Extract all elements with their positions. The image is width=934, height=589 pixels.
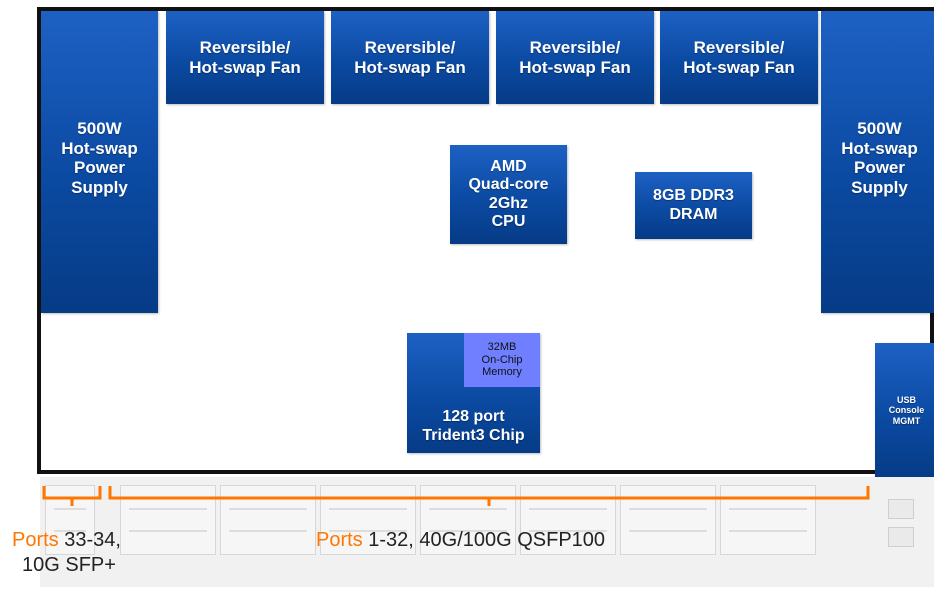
qsfp-bracket	[108, 486, 870, 500]
power-supply-left-label: 500W Hot-swap Power Supply	[61, 119, 138, 197]
asic-label: 128 port Trident3 Chip	[422, 408, 525, 444]
sfp-ports-label: Ports 33-34,	[12, 528, 121, 552]
power-supply-left: 500W Hot-swap Power Supply	[41, 11, 158, 313]
power-supply-right-label: 500W Hot-swap Power Supply	[841, 119, 918, 197]
fan-2: Reversible/ Hot-swap Fan	[331, 11, 489, 104]
qsfp-ports-label: Ports 1-32, 40G/100G QSFP100	[316, 528, 605, 552]
rj45-port-icon	[888, 499, 914, 519]
rj45-port-icon	[888, 527, 914, 547]
qsfp-ports-range: 1-32, 40G/100G QSFP100	[362, 529, 606, 551]
port-group-brackets	[42, 486, 870, 506]
fan-1-label: Reversible/ Hot-swap Fan	[189, 37, 301, 77]
sfp-ports-prefix: Ports	[12, 529, 59, 551]
fan-1: Reversible/ Hot-swap Fan	[166, 11, 324, 104]
on-chip-memory-block: 32MB On-Chip Memory	[464, 333, 540, 387]
sfp-ports-speed: 10G SFP+	[22, 554, 116, 576]
cpu-block: AMD Quad-core 2Ghz CPU	[450, 145, 567, 244]
sfp-ports-range: 33-34,	[58, 529, 121, 551]
on-chip-memory-label: 32MB On-Chip Memory	[481, 341, 523, 379]
cpu-label: AMD Quad-core 2Ghz CPU	[468, 157, 549, 230]
fan-3-label: Reversible/ Hot-swap Fan	[519, 37, 631, 77]
fan-4-label: Reversible/ Hot-swap Fan	[683, 37, 795, 77]
usb-console-mgmt-label: USB Console MGMT	[888, 394, 925, 426]
switch-board: 500W Hot-swap Power Supply 500W Hot-swap…	[37, 7, 934, 478]
power-supply-right: 500W Hot-swap Power Supply	[821, 11, 934, 313]
usb-console-mgmt-block: USB Console MGMT	[875, 343, 934, 478]
dram-block: 8GB DDR3 DRAM	[635, 172, 752, 239]
dram-label: 8GB DDR3 DRAM	[653, 187, 734, 223]
qsfp-ports-prefix: Ports	[316, 529, 363, 551]
fan-2-label: Reversible/ Hot-swap Fan	[354, 37, 466, 77]
sfp-bracket	[42, 486, 102, 500]
fan-3: Reversible/ Hot-swap Fan	[496, 11, 654, 104]
fan-4: Reversible/ Hot-swap Fan	[660, 11, 818, 104]
